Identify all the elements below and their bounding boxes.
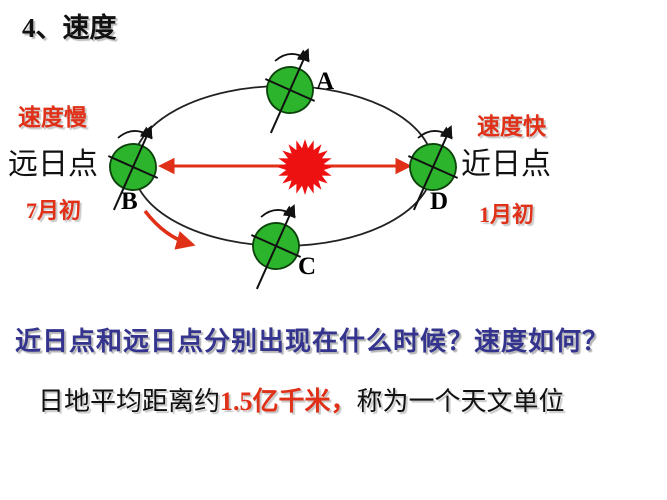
rotation-arrow-icon <box>117 126 153 139</box>
rotation-arrow-icon <box>417 126 453 139</box>
early-january-label: 1月初 <box>479 202 535 227</box>
earth-equator-line <box>407 155 459 179</box>
rotation-arrow-icon <box>260 205 296 218</box>
distance-text-prefix: 日地平均距离约 <box>38 387 221 416</box>
orbit-direction-arrow-icon <box>143 209 196 250</box>
early-july-label: 7月初 <box>26 198 82 223</box>
rotation-arrow-icon <box>274 49 310 62</box>
earth-axis-line <box>112 125 153 211</box>
earth-equator-line <box>264 78 316 102</box>
earth-equator-line <box>250 234 302 258</box>
question-text: 近日点和远日点分别出现在什么时候？速度如何？ <box>15 327 610 356</box>
speed-slow-label: 速度慢 <box>18 105 87 130</box>
earth-c <box>250 204 302 290</box>
speed-fast-label: 速度快 <box>477 114 546 139</box>
position-c-label: C <box>298 253 317 280</box>
earth-axis-line <box>255 204 296 290</box>
earth-d <box>407 125 459 211</box>
distance-text: 日地平均距离约1.5亿千米，称为一个天文单位 <box>38 387 565 417</box>
earth-a <box>264 48 316 134</box>
position-a-label: A <box>316 68 335 95</box>
aphelion-label: 远日点 <box>8 148 98 181</box>
sun-icon <box>277 139 333 195</box>
page-title: 4、速度 <box>22 13 117 43</box>
orbit-diagram <box>107 48 459 290</box>
distance-value-highlight: 1.5亿千米， <box>220 387 357 416</box>
earth-equator-line <box>107 155 159 179</box>
distance-text-suffix: 称为一个天文单位 <box>356 387 565 416</box>
perihelion-label: 近日点 <box>461 148 551 181</box>
earth-b <box>107 125 159 211</box>
position-d-label: D <box>430 188 449 215</box>
earth-axis-line <box>412 125 453 211</box>
position-b-label: B <box>121 188 138 215</box>
earth-axis-line <box>269 48 310 134</box>
